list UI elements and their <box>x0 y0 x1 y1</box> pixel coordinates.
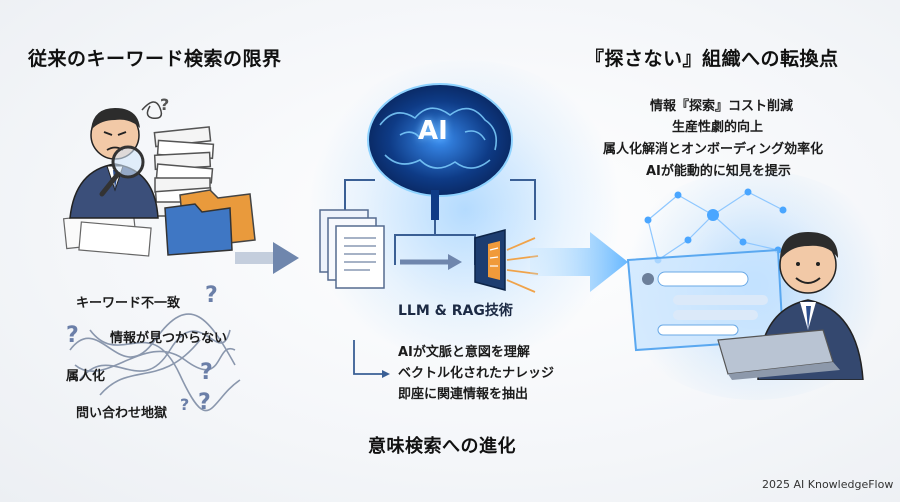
folder-icon <box>164 189 256 256</box>
glowing-arrow-icon <box>530 232 628 292</box>
footer-copyright: 2025 AI KnowledgeFlow <box>762 478 894 491</box>
left-title: 従来のキーワード検索の限界 <box>28 48 282 70</box>
problem-info-not-found: 情報が見つからない <box>110 331 228 346</box>
problem-inquiry-hell: 問い合わせ地獄 <box>76 406 168 421</box>
feature-instant-extraction: 即座に関連情報を抽出 <box>398 387 529 402</box>
confusion-scribble-icon <box>141 101 163 120</box>
feature-context-understanding: AIが文脈と意図を理解 <box>398 345 530 360</box>
magnifier-icon <box>99 145 145 197</box>
question-mark-icon: ? <box>66 323 79 348</box>
branch-arrow-icon <box>353 340 390 378</box>
question-mark-icon: ? <box>205 283 218 308</box>
tangled-lines-icon <box>69 313 241 412</box>
chat-screen-icon <box>626 248 785 352</box>
question-mark-icon: ? <box>200 360 213 385</box>
document-stack-icon <box>319 209 385 289</box>
ai-pipeline-illustration <box>319 83 628 293</box>
vector-processor-icon <box>474 229 506 291</box>
tech-label: LLM & RAG技術 <box>398 303 513 319</box>
laptop-icon <box>717 329 840 380</box>
frustrated-worker-illustration: ? <box>62 95 256 257</box>
ai-label: AI <box>418 116 448 146</box>
problem-keyword-mismatch: キーワード不一致 <box>76 296 181 311</box>
feature-vectorized-knowledge: ベクトル化されたナレッジ <box>398 366 555 381</box>
ai-brain-icon <box>367 83 513 220</box>
question-mark-icon: ? <box>198 390 211 415</box>
happy-worker-illustration <box>626 188 864 380</box>
benefit-productivity: 生産性劇的向上 <box>672 120 764 135</box>
benefit-onboarding: 属人化解消とオンボーディング効率化 <box>603 142 824 157</box>
svg-text:?: ? <box>160 95 169 114</box>
center-bottom-title: 意味検索への進化 <box>368 436 516 457</box>
problem-siloed-knowledge: 属人化 <box>66 369 106 384</box>
question-mark-icon: ? <box>180 395 190 414</box>
right-title: 『探さない』組織への転換点 <box>585 48 839 70</box>
knowledge-network-icon <box>647 191 784 261</box>
benefit-cost-reduction: 情報『探索』コスト削減 <box>650 99 794 114</box>
arrow-right-icon <box>235 242 299 274</box>
